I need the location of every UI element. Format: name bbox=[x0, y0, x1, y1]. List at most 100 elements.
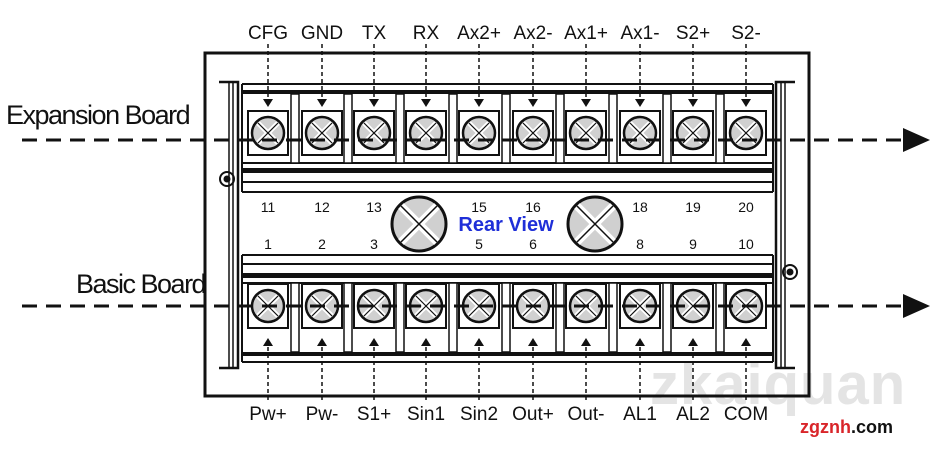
leader-arrow-top-3-head bbox=[369, 99, 379, 107]
leader-arrow-bottom-2-head bbox=[317, 338, 327, 346]
terminal-label-bottom: COM bbox=[724, 404, 768, 425]
terminal-separator-bottom-8 bbox=[662, 282, 672, 353]
terminal-number-top: 12 bbox=[314, 199, 330, 215]
leader-arrow-bottom-3-head bbox=[369, 338, 379, 346]
leader-arrow-top-7-head bbox=[581, 99, 591, 107]
terminal-screw-top-3 bbox=[353, 110, 395, 156]
terminal-separator-top-2 bbox=[343, 93, 353, 164]
leader-arrow-bottom-10-head bbox=[741, 338, 751, 346]
terminal-number-bottom: 3 bbox=[370, 236, 378, 252]
terminal-label-top: Ax2- bbox=[513, 23, 552, 44]
terminal-separator-bottom-2 bbox=[343, 282, 353, 353]
right-rail bbox=[774, 80, 795, 370]
terminal-label-bottom: AL2 bbox=[676, 404, 710, 425]
terminal-separator-top-8 bbox=[662, 93, 672, 164]
terminal-number-top: 15 bbox=[471, 199, 487, 215]
expansion-board-label: Expansion Board bbox=[6, 100, 190, 130]
terminal-label-bottom: S1+ bbox=[357, 404, 391, 425]
mount-hole-right bbox=[782, 264, 798, 280]
terminal-screw-bottom-9 bbox=[672, 283, 714, 329]
terminal-screw-top-6 bbox=[512, 110, 554, 156]
terminal-label-top: Ax1- bbox=[620, 23, 659, 44]
terminal-label-top: TX bbox=[362, 23, 387, 44]
terminal-screw-bottom-2 bbox=[301, 283, 343, 329]
terminal-label-top: S2- bbox=[731, 23, 761, 44]
leader-arrow-bottom-7-head bbox=[581, 338, 591, 346]
terminal-screw-top-9 bbox=[672, 110, 714, 156]
terminal-number-bottom: 6 bbox=[529, 236, 537, 252]
leader-arrow-top-6-head bbox=[528, 99, 538, 107]
terminal-label-bottom: Sin2 bbox=[460, 404, 498, 425]
leader-arrow-top-4-head bbox=[421, 99, 431, 107]
terminal-screw-top-5 bbox=[458, 110, 500, 156]
terminal-number-bottom: 5 bbox=[475, 236, 483, 252]
terminal-label-top: Ax2+ bbox=[457, 23, 501, 44]
terminal-label-bottom: Pw- bbox=[306, 404, 339, 425]
terminal-separator-top-6 bbox=[555, 93, 565, 164]
terminal-separator-bottom-4 bbox=[448, 282, 458, 353]
leader-arrow-bottom-5-head bbox=[474, 338, 484, 346]
leader-arrow-top-10-head bbox=[741, 99, 751, 107]
leader-arrow-bottom-1-head bbox=[263, 338, 273, 346]
terminal-separator-bottom-5 bbox=[501, 282, 511, 353]
basic-board-label: Basic Board bbox=[76, 269, 206, 299]
terminal-label-top: RX bbox=[413, 23, 440, 44]
top-terminal-block bbox=[241, 83, 774, 193]
terminal-label-top: Ax1+ bbox=[564, 23, 608, 44]
terminal-label-top: S2+ bbox=[676, 23, 710, 44]
leader-arrow-top-9-head bbox=[688, 99, 698, 107]
terminal-separator-top-3 bbox=[395, 93, 405, 164]
terminal-label-top: GND bbox=[301, 23, 343, 44]
terminal-number-bottom: 10 bbox=[738, 236, 754, 252]
terminal-screw-top-4 bbox=[405, 110, 447, 156]
terminal-separator-bottom-3 bbox=[395, 282, 405, 353]
terminal-screw-top-8 bbox=[619, 110, 661, 156]
left-rail bbox=[219, 80, 240, 370]
terminal-number-top: 13 bbox=[366, 199, 382, 215]
terminal-label-bottom: Sin1 bbox=[407, 404, 445, 425]
terminal-number-bottom: 1 bbox=[264, 236, 272, 252]
terminal-separator-bottom-9 bbox=[715, 282, 725, 353]
terminal-separator-top-1 bbox=[290, 93, 300, 164]
terminal-separator-top-5 bbox=[501, 93, 511, 164]
leader-arrow-bottom-6-head bbox=[528, 338, 538, 346]
terminal-label-bottom: Out+ bbox=[512, 404, 554, 425]
terminal-number-top: 16 bbox=[525, 199, 541, 215]
terminal-screw-top-1 bbox=[247, 110, 289, 156]
terminal-screw-top-10 bbox=[725, 110, 767, 156]
leader-arrow-bottom-8-head bbox=[635, 338, 645, 346]
terminal-number-top: 18 bbox=[632, 199, 648, 215]
leader-arrow-top-5-head bbox=[474, 99, 484, 107]
center-screw-left bbox=[390, 195, 448, 253]
outer-frame bbox=[203, 51, 811, 398]
terminal-separator-bottom-6 bbox=[555, 282, 565, 353]
leader-arrow-top-1-head bbox=[263, 99, 273, 107]
terminal-number-bottom: 9 bbox=[689, 236, 697, 252]
watermark-url-suffix: .com bbox=[851, 417, 893, 437]
terminal-number-top: 20 bbox=[738, 199, 754, 215]
terminal-label-bottom: AL1 bbox=[623, 404, 657, 425]
terminal-number-top: 11 bbox=[261, 199, 276, 215]
terminal-separator-bottom-1 bbox=[290, 282, 300, 353]
terminal-screw-top-2 bbox=[301, 110, 343, 156]
terminal-separator-top-4 bbox=[448, 93, 458, 164]
terminal-separator-top-7 bbox=[608, 93, 618, 164]
leader-arrow-bottom-9-head bbox=[688, 338, 698, 346]
watermark-url: zgznh.com bbox=[800, 417, 893, 437]
terminal-number-bottom: 2 bbox=[318, 236, 326, 252]
leader-arrow-top-2-head bbox=[317, 99, 327, 107]
terminal-label-top: CFG bbox=[248, 23, 288, 44]
terminal-label-bottom: Pw+ bbox=[249, 404, 287, 425]
terminal-number-top: 19 bbox=[685, 199, 701, 215]
leader-arrow-bottom-4-head bbox=[421, 338, 431, 346]
rear-view-label: Rear View bbox=[458, 214, 554, 236]
terminal-screw-top-7 bbox=[565, 110, 607, 156]
center-screw-right bbox=[566, 195, 624, 253]
mount-hole-left bbox=[219, 171, 235, 187]
terminal-label-bottom: Out- bbox=[568, 404, 605, 425]
terminal-number-bottom: 8 bbox=[636, 236, 644, 252]
leader-arrow-top-8-head bbox=[635, 99, 645, 107]
terminal-separator-top-9 bbox=[715, 93, 725, 164]
terminal-separator-bottom-7 bbox=[608, 282, 618, 353]
